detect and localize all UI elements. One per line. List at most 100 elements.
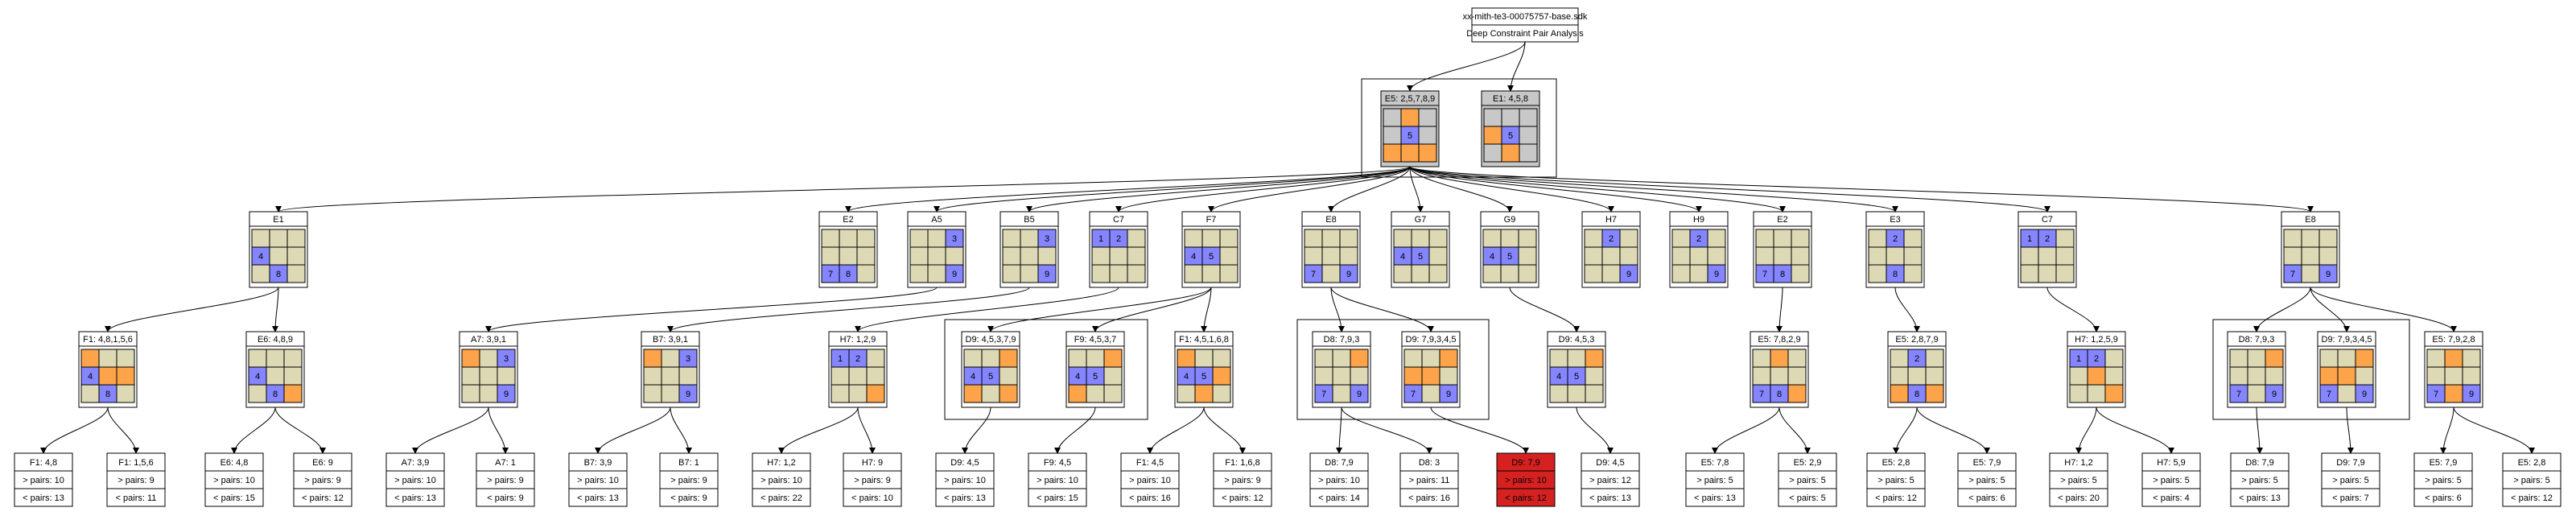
edge-arrow <box>1336 407 1343 454</box>
cell-digit: 4 <box>1400 252 1405 262</box>
leaf-greater-pairs: > pairs: 5 <box>2060 476 2097 485</box>
edge-arrow <box>2046 287 2100 332</box>
node-label: E8 <box>2305 215 2315 225</box>
leaf-greater-pairs: > pairs: 9 <box>854 476 891 485</box>
grid-cell <box>1212 384 1231 403</box>
header-file-name: xx-mith-te3-00075757-base.sdk <box>1463 12 1588 22</box>
grid-cell <box>116 366 135 386</box>
grid-cell <box>2319 349 2339 368</box>
grid-cell <box>1619 246 1638 266</box>
cell-digit: 9 <box>686 390 690 399</box>
leaf-title: D9: 4,5 <box>1596 458 1624 468</box>
grid-cell <box>1091 264 1111 283</box>
edge-arrow <box>1430 407 1529 454</box>
grid-cell <box>1339 229 1358 248</box>
grid-cell <box>1103 384 1123 403</box>
edge-arrow <box>275 166 1411 213</box>
grid-cell <box>269 246 288 266</box>
grid-cell <box>1428 229 1448 248</box>
cell-digit: 8 <box>276 270 281 279</box>
grid-cell <box>1418 143 1437 163</box>
leaf-cell <box>1581 488 1640 507</box>
leaf-less-pairs: < pairs: 13 <box>944 493 986 503</box>
cell-digit: 1 <box>2076 354 2081 364</box>
node-label: F9: 4,5,3,7 <box>1074 335 1117 345</box>
cell-digit: 7 <box>1759 390 1764 399</box>
result-leaf: E5: 7,9> pairs: 5< pairs: 6 <box>2413 452 2473 507</box>
grid-cell <box>2038 264 2057 283</box>
leaf-cell <box>476 488 535 507</box>
grid-cell <box>1689 264 1708 283</box>
grid-cell <box>927 229 946 248</box>
node-label: E2 <box>843 215 853 225</box>
grid-cell <box>1383 108 1402 127</box>
grid-cell <box>1770 349 1789 368</box>
grid-cell <box>1567 384 1586 403</box>
grid-cell <box>1868 246 1887 266</box>
node-label: C7 <box>1113 215 1124 225</box>
node-label: E3 <box>1890 215 1900 225</box>
grid-cell <box>1752 349 1771 368</box>
grid-cell <box>1403 366 1423 386</box>
leaf-less-pairs: < pairs: 12 <box>2511 493 2553 503</box>
leaf-greater-pairs: > pairs: 5 <box>2513 476 2550 485</box>
cell-digit: 8 <box>1893 270 1898 279</box>
grid-cell <box>1418 108 1437 127</box>
grid-cell <box>1037 246 1057 266</box>
node-label: F7 <box>1206 215 1217 225</box>
grid-cell <box>1707 246 1726 266</box>
grid-cell <box>2055 229 2075 248</box>
result-leaf: E5: 2,8> pairs: 5< pairs: 12 <box>2502 452 2562 507</box>
leaf-cell <box>385 488 445 507</box>
grid-cell <box>1219 246 1239 266</box>
grid-cell <box>2462 366 2481 386</box>
grid-cell <box>2301 246 2320 266</box>
grid-cell <box>1518 229 1537 248</box>
grid-cell <box>945 264 964 283</box>
node-label: H7: 1,2,5,9 <box>2075 335 2118 345</box>
edge-arrow <box>1054 407 1096 454</box>
leaf-cell <box>293 488 352 507</box>
grid-cell <box>2283 246 2302 266</box>
grid-cell <box>1890 384 1909 403</box>
grid-cell <box>1619 229 1638 248</box>
grid-cell <box>1925 366 1944 386</box>
grid-cell <box>2020 264 2039 283</box>
grid-cell <box>1332 366 1351 386</box>
grid-cell <box>1890 349 1909 368</box>
grid-cell <box>479 366 498 386</box>
grid-cell <box>1585 366 1604 386</box>
leaf-greater-pairs: > pairs: 5 <box>2241 476 2278 485</box>
grid-cell <box>2055 264 2075 283</box>
cell-digit: 8 <box>105 390 110 399</box>
grid-cell <box>1304 246 1323 266</box>
leaf-cell <box>2141 488 2201 507</box>
cell-digit: 5 <box>1508 131 1513 141</box>
edge-arrow <box>855 287 1119 332</box>
cell-digit: 4 <box>1490 252 1494 262</box>
grid-cell <box>1411 264 1430 283</box>
leaf-greater-pairs: > pairs: 10 <box>1318 476 1360 485</box>
cell-digit: 9 <box>1626 270 1631 279</box>
edge-arrow <box>274 407 326 454</box>
grid-cell <box>1886 246 1905 266</box>
grid-cell <box>945 246 964 266</box>
node-label: F1: 4,8,1,5,6 <box>83 335 133 345</box>
grid-cell <box>1584 246 1603 266</box>
grid-cell <box>1194 384 1214 403</box>
leaf-greater-pairs: > pairs: 10 <box>577 476 619 485</box>
grid-cell <box>266 349 285 368</box>
leaf-title: D8: 7,9 <box>1325 458 1353 468</box>
grid-cell <box>866 366 885 386</box>
cell-digit: 4 <box>88 372 93 382</box>
grid-cell <box>1567 349 1586 368</box>
node-label: G9 <box>1504 215 1516 225</box>
leaf-title: B7: 1 <box>678 458 699 468</box>
leaf-cell <box>1685 488 1745 507</box>
grid-cell <box>866 384 885 403</box>
grid-cell <box>2319 366 2339 386</box>
grid-cell <box>1400 108 1420 127</box>
